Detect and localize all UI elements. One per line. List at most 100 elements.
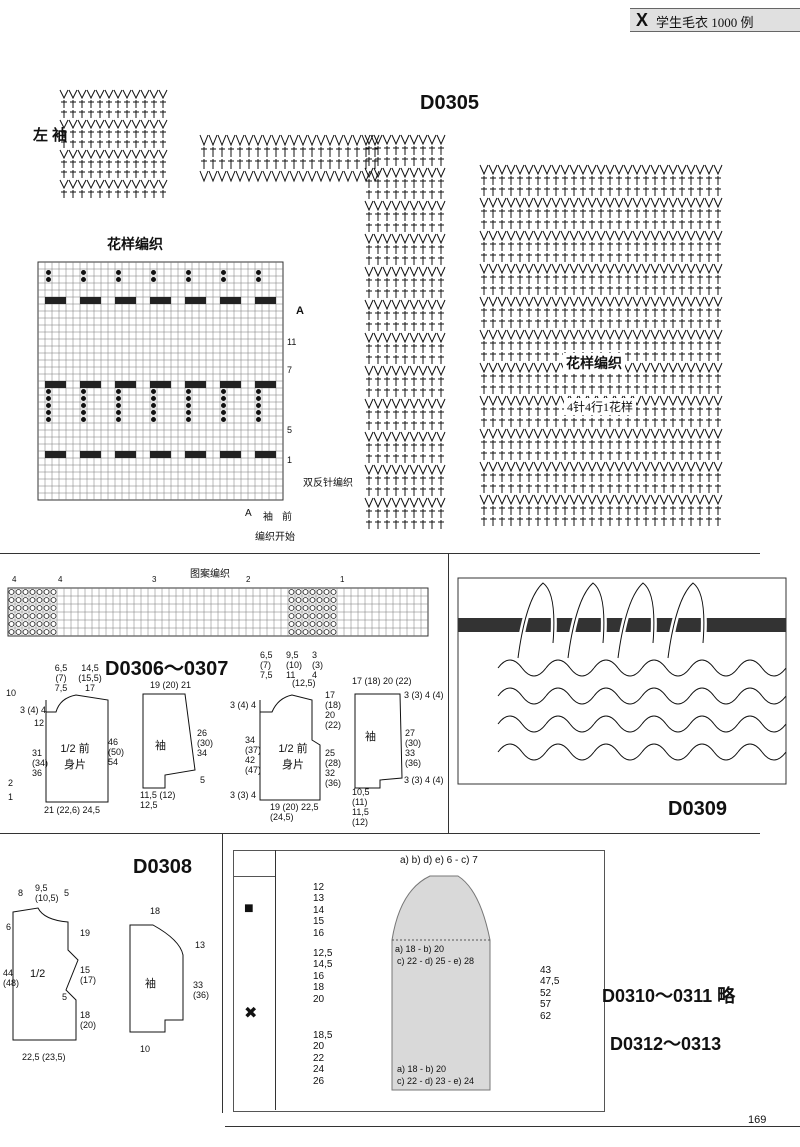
d0306-title: D0306～0307	[105, 658, 229, 680]
stitch-v	[373, 200, 383, 212]
d0308-right-d: 18 (20)	[80, 1010, 97, 1030]
stitch-v	[59, 149, 69, 160]
stitch-v	[280, 134, 290, 147]
stitch-v	[515, 263, 525, 275]
stitch-v	[587, 296, 597, 308]
stitch-v	[578, 428, 588, 440]
stitch-v	[158, 179, 168, 190]
stitch-v	[488, 263, 498, 275]
stitch-v	[551, 263, 561, 275]
stitch-v	[632, 494, 642, 506]
stitch-loop	[593, 743, 643, 761]
grid-dot	[81, 277, 86, 282]
stitch-v	[668, 263, 678, 275]
stitch-v	[569, 230, 579, 242]
stitch-v	[307, 134, 317, 147]
stitch-v	[632, 230, 642, 242]
grid-dot	[221, 417, 226, 422]
sl-top: 19 (20) 21	[150, 680, 192, 690]
motif-col-1: 1	[340, 575, 345, 584]
stitch-loop	[689, 743, 739, 761]
divider-bottom-vertical	[222, 833, 223, 1113]
footer-line	[225, 1126, 800, 1127]
stitch-v	[95, 149, 105, 160]
motif-circle	[15, 629, 22, 635]
stitch-v	[686, 428, 696, 440]
motif-circle	[316, 629, 323, 635]
grid-band	[45, 297, 66, 304]
motif-circle	[323, 605, 330, 611]
stitch-v	[587, 494, 597, 506]
stitch-v	[364, 431, 374, 443]
stitch-v	[104, 89, 114, 100]
stitch-v	[704, 395, 714, 407]
sr-bottom: 10,5 (11) 11,5 (12)	[352, 787, 370, 827]
stitch-v	[400, 365, 410, 377]
stitch-v	[149, 89, 159, 100]
stitch-v	[122, 89, 132, 100]
sleeve-top-label: a) b) d) e) 6 - c) 7	[400, 855, 478, 866]
pattern-grid-chart	[37, 261, 284, 501]
stitch-v	[226, 134, 236, 147]
stitch-v	[253, 134, 263, 147]
stitch-v	[316, 134, 326, 147]
stitch-v	[343, 134, 353, 147]
stitch-v	[436, 134, 446, 146]
stitch-v	[409, 200, 419, 212]
stitch-v	[650, 428, 660, 440]
stitch-v	[436, 266, 446, 278]
stitch-v	[713, 329, 723, 341]
stitch-v	[695, 230, 705, 242]
stitch-loop	[641, 687, 691, 705]
stitch-v	[497, 362, 507, 374]
stitch-v	[325, 170, 335, 183]
header-title: 学生毛衣 1000 例	[656, 15, 754, 30]
d0308-sleeve-schematic	[129, 924, 184, 1033]
stitch-v	[659, 362, 669, 374]
stitch-v	[400, 200, 410, 212]
stitch-v	[158, 89, 168, 100]
stitch-v	[578, 461, 588, 473]
grid-band	[150, 451, 171, 458]
stitch-v	[361, 134, 371, 147]
motif-circle	[50, 597, 57, 603]
front-left-schematic	[45, 694, 109, 803]
stitch-v	[686, 362, 696, 374]
stitch-v	[506, 362, 516, 374]
stitch-v	[605, 197, 615, 209]
stitch-v	[382, 431, 392, 443]
motif-circle	[330, 605, 337, 611]
stitch-v	[235, 134, 245, 147]
stitch-v	[686, 230, 696, 242]
stitch-v	[370, 134, 380, 147]
stitch-v	[409, 167, 419, 179]
divider-mid	[0, 833, 760, 834]
stitch-v	[623, 362, 633, 374]
stitch-v	[551, 362, 561, 374]
fl-left-b: 12	[34, 718, 45, 728]
stitch-v	[427, 233, 437, 245]
motif-circle	[43, 613, 50, 619]
legend-row-top	[233, 876, 275, 877]
stitch-v	[623, 461, 633, 473]
motif-circle	[8, 589, 15, 595]
sleeve-mid-band-a: a) 18 - b) 20	[395, 944, 445, 954]
stitch-v	[364, 365, 374, 377]
sr-right-top: 3 (3) 4 (4)	[404, 690, 444, 700]
motif-circle	[22, 597, 29, 603]
stitch-v	[650, 164, 660, 176]
stitch-v	[713, 428, 723, 440]
stitch-v	[217, 170, 227, 183]
stitch-v	[704, 362, 714, 374]
stitch-v	[614, 296, 624, 308]
stitch-v	[551, 296, 561, 308]
stitch-v	[677, 197, 687, 209]
stitch-v	[506, 329, 516, 341]
stitch-loop	[641, 715, 691, 733]
stitch-v	[400, 233, 410, 245]
stitch-v	[436, 299, 446, 311]
stitch-v	[199, 170, 209, 183]
motif-circle	[43, 605, 50, 611]
stitch-v	[391, 299, 401, 311]
